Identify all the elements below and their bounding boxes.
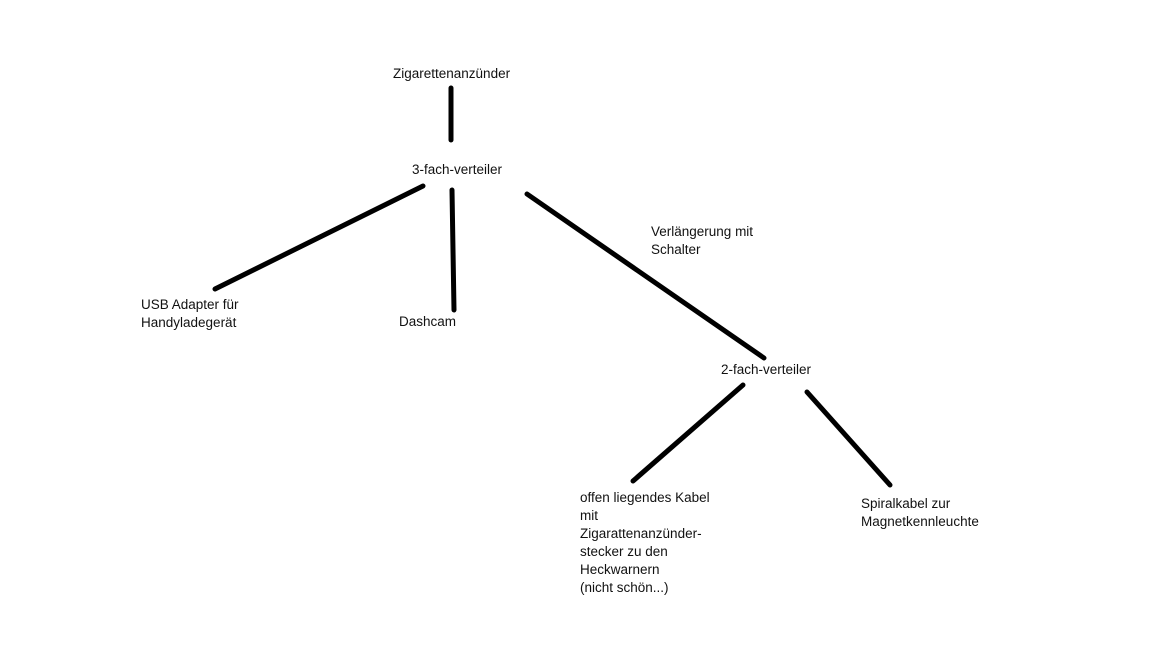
node-usb: USB Adapter für Handyladegerät — [141, 296, 239, 332]
edge-label-line: Verlängerung mit — [651, 224, 754, 239]
node-cable-line: mit — [580, 508, 598, 523]
node-cable: offen liegendes Kabel mit Zigarattenanzü… — [580, 489, 710, 597]
node-cable-line: Zigarattenanzünder- — [580, 526, 702, 541]
line-splitter2-to-cable — [630, 382, 746, 484]
node-usb-line: Handyladegerät — [141, 315, 237, 330]
node-splitter2: 2-fach-verteiler — [721, 362, 812, 377]
node-usb-line: USB Adapter für — [141, 297, 239, 312]
node-cable-line: stecker zu den — [580, 544, 668, 559]
line-splitter2-to-spiral — [804, 389, 893, 488]
node-splitter3: 3-fach-verteiler — [412, 162, 503, 177]
node-dashcam: Dashcam — [399, 314, 457, 329]
line-splitter3-to-splitter2 — [524, 191, 767, 361]
line-splitter3-to-usb — [212, 183, 426, 292]
node-cable-line: (nicht schön...) — [580, 580, 669, 595]
edge-label-extension: Verlängerung mit Schalter — [651, 223, 753, 259]
node-root: Zigarettenanzünder — [393, 66, 511, 81]
node-spiral-line: Spiralkabel zur — [861, 496, 951, 511]
edge-label-line: Schalter — [651, 242, 701, 257]
node-cable-line: offen liegendes Kabel — [580, 490, 710, 505]
node-spiral-line: Magnetkennleuchte — [861, 514, 979, 529]
line-splitter3-to-dashcam — [449, 187, 457, 313]
node-cable-line: Heckwarnern — [580, 562, 660, 577]
node-spiral: Spiralkabel zur Magnetkennleuchte — [861, 495, 979, 531]
